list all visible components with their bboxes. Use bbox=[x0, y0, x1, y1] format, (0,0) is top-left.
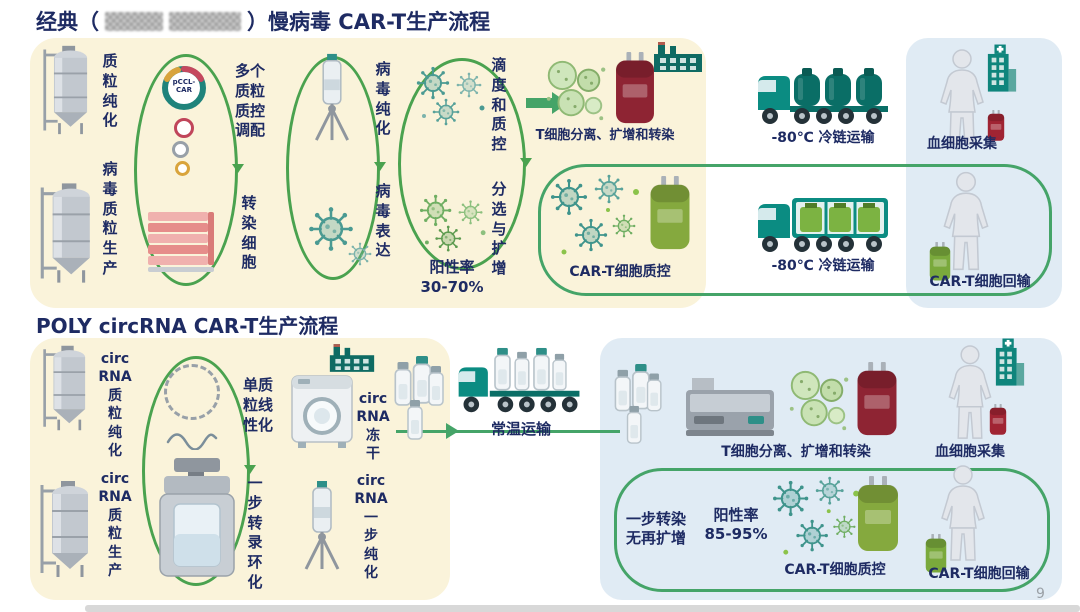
label-car-t-reinfusion: CAR-T细胞回输 bbox=[928, 566, 1030, 582]
linearized-plasmid-icon bbox=[164, 364, 220, 420]
hospital-icon bbox=[994, 338, 1026, 388]
bottom-section-title: POLY circRNA CAR-T生产流程 bbox=[36, 310, 338, 339]
plasmid-map-icon bbox=[162, 65, 206, 110]
plasmid-ring-icon bbox=[172, 141, 189, 158]
bioreactor-icon bbox=[34, 464, 94, 594]
plasmid-name-label: pCCL- CAR bbox=[172, 78, 196, 95]
label-transfect-cells: 转 染 细 胞 bbox=[241, 194, 257, 272]
rna-strand-icon bbox=[166, 433, 218, 450]
label-virus-purification: 病 毒 纯 化 bbox=[375, 60, 391, 138]
loop-arrow-icon bbox=[374, 162, 386, 171]
blood-collection-bag-icon bbox=[988, 404, 1008, 436]
cart-return-loop-bottom bbox=[614, 468, 1050, 592]
flow-arrow-bar bbox=[526, 98, 552, 108]
loop-arrow-icon bbox=[244, 465, 256, 474]
bottom-title-text: POLY circRNA CAR-T生产流程 bbox=[36, 314, 339, 338]
vial-group-icon bbox=[614, 364, 662, 444]
label-multi-plasmid-qc: 多个 质粒 质控 调配 bbox=[234, 62, 265, 140]
label-positive-rate-85-95: 阳性率 85-95% bbox=[704, 506, 768, 543]
label-cold-chain: -80℃ 冷链运输 bbox=[771, 130, 875, 146]
blood-bag-icon bbox=[612, 52, 658, 126]
purification-column-icon bbox=[306, 50, 358, 144]
redacted-text bbox=[105, 11, 163, 31]
green-virus-cluster-icon bbox=[419, 193, 486, 253]
label-blood-collection: 血细胞采集 bbox=[935, 444, 1005, 460]
virus-icon bbox=[348, 242, 372, 266]
cold-chain-truck-icon bbox=[758, 68, 888, 124]
label-t-cell-step: T细胞分离、扩增和转染 bbox=[535, 128, 675, 143]
transport-arrow-icon bbox=[446, 423, 459, 439]
blood-bag-icon bbox=[854, 362, 900, 438]
cell-processing-machine-icon bbox=[686, 378, 774, 436]
label-sort-expand: 分 选 与 扩 增 bbox=[491, 180, 507, 278]
label-car-t-qc: CAR-T细胞质控 bbox=[569, 264, 671, 280]
redacted-text bbox=[169, 11, 241, 31]
label-positive-rate-30-70: 阳性率 30-70% bbox=[420, 258, 484, 296]
plasmid-ring-icon bbox=[174, 118, 194, 138]
car-t-virus-cluster-icon bbox=[772, 476, 860, 555]
label-ambient-transport: 常温运输 bbox=[490, 420, 551, 438]
cell-product-bag-icon bbox=[648, 176, 692, 252]
label-blood-collection: 血细胞采集 bbox=[927, 136, 997, 152]
label-virus-expression: 病 毒 表 达 bbox=[375, 182, 391, 260]
page-number: 9 bbox=[1036, 586, 1045, 602]
ambient-truck-icon bbox=[458, 347, 580, 413]
bottom-scroll-strip bbox=[85, 605, 1080, 612]
bioreactor-icon bbox=[36, 44, 94, 136]
hospital-icon bbox=[986, 44, 1018, 94]
loop-arrow-icon bbox=[232, 164, 244, 173]
plasmid-ring-icon bbox=[175, 161, 190, 176]
label-cold-chain: -80℃ 冷链运输 bbox=[771, 258, 875, 274]
label-circ-one-step-purification: circ RNA 一 步 纯 化 bbox=[354, 473, 388, 582]
label-one-step-transfection: 一步转染 无再扩增 bbox=[625, 510, 686, 547]
top-title-suffix: ）慢病毒 CAR-T生产流程 bbox=[247, 10, 491, 34]
cell-factory-stack-icon bbox=[148, 212, 214, 272]
label-titer-qc: 滴 度 和 质 控 bbox=[491, 56, 507, 154]
cold-chain-container-truck-icon bbox=[758, 198, 888, 252]
label-plasmid-purification: 质 粒 纯 化 bbox=[102, 52, 118, 130]
label-single-plasmid-linearization: 单质 粒线 性化 bbox=[242, 376, 273, 434]
freeze-dryer-icon bbox=[291, 375, 353, 448]
label-car-t-qc: CAR-T细胞质控 bbox=[784, 562, 886, 578]
transcription-machine-icon bbox=[159, 458, 235, 577]
bioreactor-icon bbox=[36, 344, 92, 432]
cell-product-bag-icon bbox=[856, 476, 900, 554]
t-cell-cluster-icon bbox=[784, 364, 852, 438]
label-circ-plasmid-production: circ RNA 质 粒 生 产 bbox=[98, 471, 132, 580]
car-t-virus-cluster-icon bbox=[550, 174, 639, 255]
t-cell-cluster-icon bbox=[540, 56, 610, 126]
label-circ-freeze-dry: circ RNA 冻 干 bbox=[356, 391, 390, 463]
bioreactor-icon bbox=[34, 166, 96, 300]
transport-line bbox=[396, 430, 620, 433]
factory-icon bbox=[652, 40, 704, 74]
top-title-prefix: 经典（ bbox=[36, 10, 99, 34]
cart-return-loop bbox=[538, 164, 1052, 296]
vial-group-icon bbox=[394, 356, 444, 440]
top-section-title: 经典（ ）慢病毒 CAR-T生产流程 bbox=[36, 6, 490, 36]
label-one-step-transcription: 一 步 转 录 环 化 bbox=[247, 474, 263, 591]
label-circ-plasmid-purification: circ RNA 质 粒 纯 化 bbox=[98, 351, 132, 460]
factory-icon bbox=[328, 342, 376, 374]
label-car-t-reinfusion: CAR-T细胞回输 bbox=[929, 274, 1031, 290]
virus-cluster-icon bbox=[416, 66, 485, 126]
label-virus-plasmid-production: 病 毒 质 粒 生 产 bbox=[102, 160, 118, 277]
label-t-cell-step: T细胞分离、扩增和转染 bbox=[721, 444, 871, 460]
purification-column-icon bbox=[296, 464, 348, 586]
loop-arrow-icon bbox=[520, 158, 532, 167]
